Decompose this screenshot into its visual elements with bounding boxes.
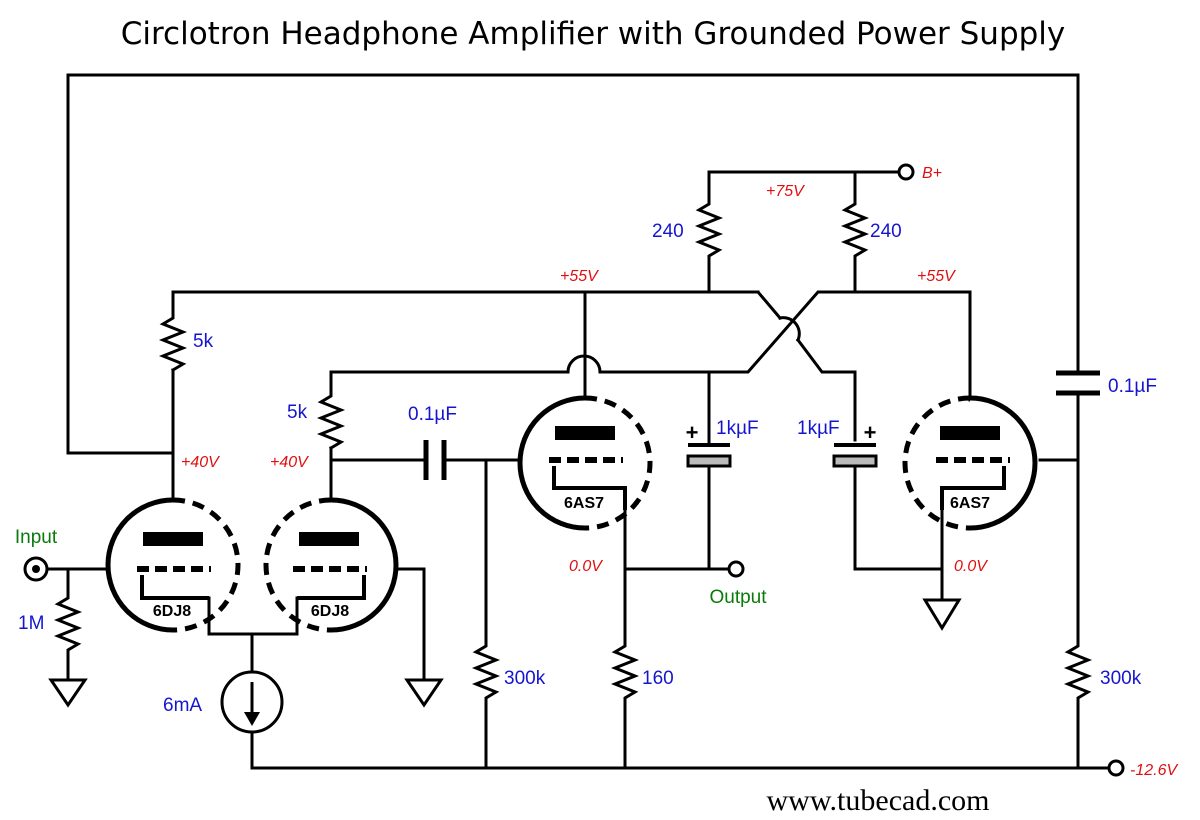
resistor-240-left	[694, 196, 724, 264]
capacitor-bootstrap-left: +	[686, 420, 732, 468]
resistor-240-right	[840, 196, 870, 264]
capacitor-coupling	[423, 440, 447, 480]
tube-6as7-right: 6AS7	[902, 395, 1038, 531]
r-cathode-label: 160	[642, 668, 674, 689]
resistor-5k-left	[158, 310, 188, 373]
tube-6as7-left: 6AS7	[517, 395, 653, 531]
v-cathode-left-label: 0.0V	[569, 558, 603, 575]
ground-icon	[922, 598, 962, 631]
capacitor-feedback	[1056, 370, 1100, 396]
labels: Input Output 1M 5k 5k 6mA 0.1µF 300k 160…	[15, 165, 1179, 779]
input-label: Input	[15, 527, 58, 548]
v-cathode-right-label: 0.0V	[954, 558, 988, 575]
c-boot-left-label: 1kµF	[716, 418, 759, 439]
schematic-title: Circlotron Headphone Amplifier with Grou…	[121, 16, 1066, 52]
svg-text:+: +	[686, 420, 699, 445]
v-plate-left-label: +40V	[181, 454, 220, 471]
r-b-left-label: 240	[652, 221, 684, 242]
output-label: Output	[709, 587, 767, 608]
c-feedback-label: 0.1µF	[1108, 376, 1157, 397]
bplus-voltage-label: +75V	[766, 183, 805, 200]
ground-icon	[404, 678, 444, 708]
r-grid-left-label: 300k	[504, 668, 546, 689]
negative-rail-label: -12.6V	[1130, 762, 1178, 779]
r-grid-right-label: 300k	[1100, 668, 1142, 689]
resistor-5k-right	[316, 388, 346, 451]
tube-label-6as7-left: 6AS7	[564, 495, 604, 512]
resistor-160	[610, 638, 640, 706]
current-source-label: 6mA	[163, 695, 202, 716]
resistor-300k-left	[471, 638, 501, 706]
v-plate-right-label: +40V	[270, 454, 309, 471]
wires	[42, 73, 1114, 770]
input-jack-icon	[23, 556, 49, 582]
c-boot-right-label: 1kµF	[797, 418, 840, 439]
r-input-label: 1M	[18, 613, 44, 634]
tube-6dj8-right: 6DJ8	[263, 497, 399, 633]
r-plate-left-label: 5k	[193, 331, 214, 352]
terminal-output	[727, 560, 745, 578]
resistor-1m	[53, 590, 83, 654]
terminal-negative	[1107, 759, 1125, 777]
v-node-right-label: +55V	[917, 268, 956, 285]
resistor-300k-right	[1063, 638, 1093, 706]
c-coupling-label: 0.1µF	[408, 404, 457, 425]
ground-icon	[48, 678, 88, 708]
tube-label-6dj8-right: 6DJ8	[311, 603, 349, 620]
bplus-label: B+	[922, 165, 942, 182]
v-node-left-label: +55V	[560, 268, 599, 285]
current-source	[220, 670, 284, 734]
capacitor-bootstrap-right: +	[832, 420, 878, 468]
tube-label-6as7-right: 6AS7	[950, 495, 990, 512]
r-plate-right-label: 5k	[287, 402, 308, 423]
terminal-bplus	[897, 163, 915, 181]
tube-label-6dj8-left: 6DJ8	[153, 603, 191, 620]
svg-text:+: +	[864, 420, 877, 445]
tube-6dj8-left: 6DJ8	[105, 497, 241, 633]
website-watermark: www.tubecad.com	[767, 784, 990, 817]
r-b-right-label: 240	[870, 221, 902, 242]
